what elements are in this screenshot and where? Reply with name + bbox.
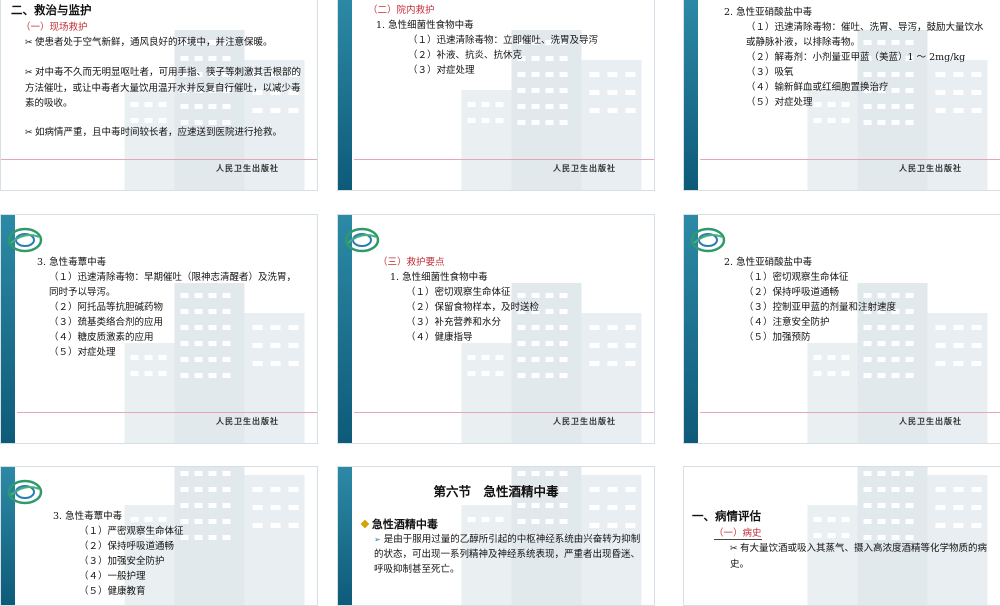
slide-3-item: （１）迅速清除毒物：催吐、洗胃、导泻，鼓励大量饮水或静脉补液，以排除毒物。	[746, 22, 984, 48]
slide-8-body: ➢是由于服用过量的乙醇所引起的中枢神经系统由兴奋转为抑制的状态，可出现一系列精神…	[374, 534, 641, 575]
slide-8[interactable]: 第六节 急性酒精中毒 ❖急性酒精中毒 ➢是由于服用过量的乙醇所引起的中枢神经系统…	[337, 466, 655, 606]
publisher-logo-icon	[690, 227, 726, 253]
slide-7-content: 3. 急性毒蕈中毒 （１）严密观察生命体征 （２）保持呼吸道通畅 （３）加强安全…	[53, 509, 305, 599]
publisher-logo-icon	[7, 227, 43, 253]
slide-6-item: （４）注意安全防护	[744, 317, 830, 328]
slide-4-item: （１）迅速清除毒物：早期催吐（限神志清醒者）及洗胃，同时予以导泻。	[49, 272, 297, 298]
slide-5-item: （３）补充营养和水分	[406, 317, 502, 328]
footer-line	[1, 159, 317, 160]
diamond-bullet-icon: ❖	[360, 518, 370, 531]
slide-8-content: ❖急性酒精中毒 ➢是由于服用过量的乙醇所引起的中枢神经系统由兴奋转为抑制的状态，…	[360, 517, 642, 577]
slide-3-subheading: 2. 急性亚硝酸盐中毒	[724, 7, 813, 18]
slide-3-item: （２）解毒剂：小剂量亚甲蓝（美蓝）1 ～ 2mg/kg	[746, 52, 966, 63]
slide-4-item: （４）糖皮质激素的应用	[49, 332, 154, 343]
slide-1-content: 二、救治与监护 （一）现场救护 ✂使患者处于空气新鲜，通风良好的环境中，并注意保…	[11, 3, 305, 141]
publisher-footer: 人民卫生出版社	[216, 163, 279, 173]
slide-side-bar	[338, 0, 352, 190]
slide-7-item: （３）加强安全防护	[79, 556, 165, 567]
slide-2-item: （３）对症处理	[408, 65, 475, 76]
slide-6-item: （１）密切观察生命体征	[744, 272, 849, 283]
slide-6[interactable]: 2. 急性亚硝酸盐中毒 （１）密切观察生命体征 （２）保持呼吸道通畅 （３）控制…	[683, 214, 1000, 444]
slide-1-item: ✂对中毒不久而无明显呕吐者，可用手指、筷子等刺激其舌根部的方法催吐，或让中毒者大…	[25, 67, 302, 109]
slide-5-item: （２）保留食物样本，及时送检	[406, 302, 540, 313]
slide-4-item: （５）对症处理	[49, 347, 116, 358]
slide-2-item: （２）补液、抗炎、抗休克	[408, 50, 523, 61]
slide-3-item: （５）对症处理	[746, 97, 813, 108]
slide-4-content: 3. 急性毒蕈中毒 （１）迅速清除毒物：早期催吐（限神志清醒者）及洗胃，同时予以…	[37, 255, 305, 360]
slide-4-item: （３）巯基类络合剂的应用	[49, 317, 164, 328]
slide-5-item: （４）健康指导	[406, 332, 473, 343]
slide-1-heading: 二、救治与监护	[11, 3, 92, 17]
slide-1-item: ✂如病情严重，且中毒时间较长者，应速送到医院进行抢救。	[25, 125, 305, 141]
slide-side-bar	[684, 215, 698, 443]
slide-6-item: （５）加强预防	[744, 332, 811, 343]
publisher-footer: 人民卫生出版社	[553, 163, 616, 173]
slide-side-bar	[338, 467, 352, 605]
footer-line	[354, 159, 654, 160]
slide-6-item: （２）保持呼吸道通畅	[744, 287, 840, 298]
slide-9-section: （一）病史	[714, 528, 762, 540]
slide-5-subheading: 1. 急性细菌性食物中毒	[390, 272, 488, 283]
scissors-icon: ✂	[25, 128, 33, 138]
slide-6-item: （３）控制亚甲蓝的剂量和注射速度	[744, 302, 897, 313]
slide-side-bar	[1, 467, 15, 605]
slide-7-item: （５）健康教育	[79, 586, 146, 597]
slide-1-item: ✂使患者处于空气新鲜，通风良好的环境中，并注意保暖。	[25, 35, 305, 51]
footer-line	[17, 412, 317, 413]
slide-1-section: （一）现场救护	[21, 22, 88, 33]
slide-2-content: （二）院内救护 1. 急性细菌性食物中毒 （１）迅速清除毒物：立即催吐、洗胃及导…	[368, 3, 642, 78]
publisher-logo-icon	[344, 227, 380, 253]
slide-3-item: （３）吸氧	[746, 67, 794, 78]
footer-line	[700, 159, 1000, 160]
slide-9-heading: 一、病情评估	[692, 509, 761, 523]
slide-4-subheading: 3. 急性毒蕈中毒	[37, 257, 107, 268]
slide-6-subheading: 2. 急性亚硝酸盐中毒	[724, 257, 813, 268]
slide-5[interactable]: （三）救护要点 1. 急性细菌性食物中毒 （１）密切观察生命体征 （２）保留食物…	[337, 214, 655, 444]
slide-8-bullet-head: ❖急性酒精中毒	[360, 518, 438, 531]
publisher-footer: 人民卫生出版社	[899, 416, 962, 426]
slide-5-section: （三）救护要点	[378, 257, 445, 268]
slide-4-item: （２）阿托品等抗胆碱药物	[49, 302, 164, 313]
slide-2-subheading: 1. 急性细菌性食物中毒	[376, 20, 474, 31]
publisher-footer: 人民卫生出版社	[216, 416, 279, 426]
arrow-bullet-icon: ➢	[374, 535, 381, 544]
slide-8-title: 第六节 急性酒精中毒	[433, 484, 559, 499]
slide-9-body: ✂有大量饮酒或吸入其蒸气、摄入高浓度酒精等化学物质的病史。	[730, 543, 988, 570]
slide-5-item: （１）密切观察生命体征	[406, 287, 511, 298]
slide-2-item: （１）迅速清除毒物：立即催吐、洗胃及导泻	[408, 35, 599, 46]
slide-6-content: 2. 急性亚硝酸盐中毒 （１）密切观察生命体征 （２）保持呼吸道通畅 （３）控制…	[724, 255, 988, 345]
slide-9-content: 一、病情评估 （一）病史 ✂有大量饮酒或吸入其蒸气、摄入高浓度酒精等化学物质的病…	[692, 509, 988, 572]
slide-side-bar	[338, 215, 352, 443]
slide-side-bar	[1, 215, 15, 443]
slide-5-content: （三）救护要点 1. 急性细菌性食物中毒 （１）密切观察生命体征 （２）保留食物…	[378, 255, 642, 345]
slide-7-subheading: 3. 急性毒蕈中毒	[53, 511, 123, 522]
scissors-icon: ✂	[730, 544, 738, 554]
publisher-footer: 人民卫生出版社	[553, 416, 616, 426]
slide-3[interactable]: 2. 急性亚硝酸盐中毒 （１）迅速清除毒物：催吐、洗胃、导泻，鼓励大量饮水或静脉…	[683, 0, 1000, 191]
slide-7-item: （１）严密观察生命体征	[79, 526, 184, 537]
slide-9[interactable]: 一、病情评估 （一）病史 ✂有大量饮酒或吸入其蒸气、摄入高浓度酒精等化学物质的病…	[683, 466, 1000, 606]
scissors-icon: ✂	[25, 68, 33, 78]
slide-side-bar	[684, 0, 698, 190]
publisher-logo-icon	[7, 479, 43, 505]
slide-7-item: （２）保持呼吸道通畅	[79, 541, 175, 552]
slide-3-content: 2. 急性亚硝酸盐中毒 （１）迅速清除毒物：催吐、洗胃、导泻，鼓励大量饮水或静脉…	[724, 5, 988, 110]
slide-3-item: （４）输新鲜血或红细胞置换治疗	[746, 82, 889, 93]
slide-2[interactable]: （二）院内救护 1. 急性细菌性食物中毒 （１）迅速清除毒物：立即催吐、洗胃及导…	[337, 0, 655, 191]
publisher-footer: 人民卫生出版社	[899, 163, 962, 173]
slide-1[interactable]: 二、救治与监护 （一）现场救护 ✂使患者处于空气新鲜，通风良好的环境中，并注意保…	[0, 0, 318, 191]
slide-7-item: （４）一般护理	[79, 571, 146, 582]
footer-line	[354, 412, 654, 413]
slide-2-section: （二）院内救护	[368, 5, 435, 16]
scissors-icon: ✂	[25, 38, 33, 48]
footer-line	[700, 412, 1000, 413]
slide-4[interactable]: 3. 急性毒蕈中毒 （１）迅速清除毒物：早期催吐（限神志清醒者）及洗胃，同时予以…	[0, 214, 318, 444]
slide-7[interactable]: 3. 急性毒蕈中毒 （１）严密观察生命体征 （２）保持呼吸道通畅 （３）加强安全…	[0, 466, 318, 606]
